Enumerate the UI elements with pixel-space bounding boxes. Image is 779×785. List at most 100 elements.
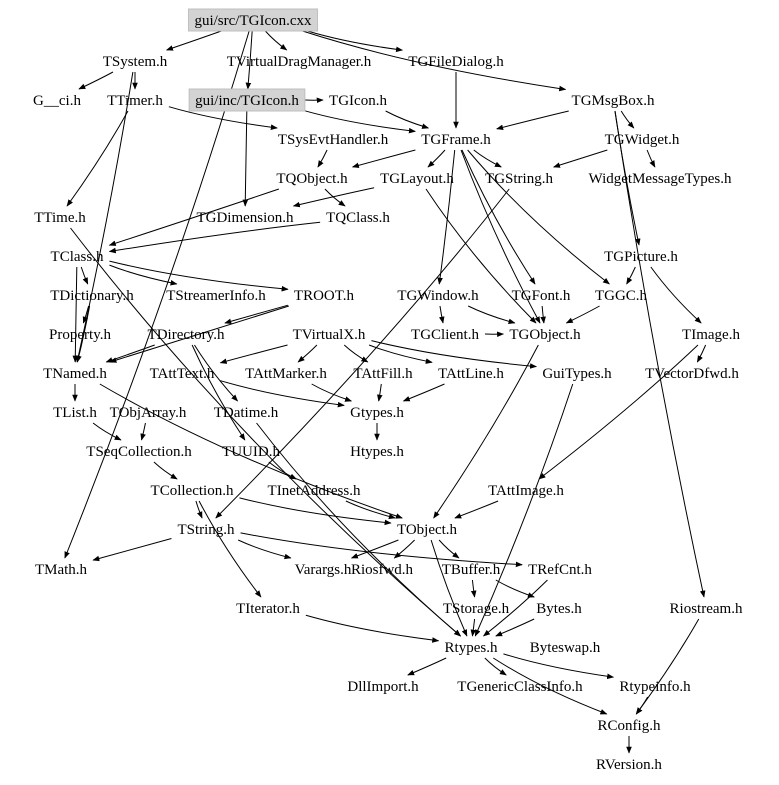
dependency-edge (109, 264, 178, 286)
node-label: TInetAddress.h (268, 483, 361, 499)
graph-node[interactable]: TGString.h (479, 167, 559, 189)
node-label: TVirtualDragManager.h (227, 54, 372, 70)
graph-node[interactable]: TList.h (47, 401, 103, 423)
graph-node[interactable]: TTimer.h (101, 89, 169, 111)
graph-node[interactable]: TString.h (171, 518, 240, 540)
dependency-edge (461, 149, 536, 285)
graph-node[interactable]: TVirtualDragManager.h (221, 50, 377, 72)
graph-node[interactable]: TGDimension.h (190, 206, 299, 228)
dependency-edge (626, 266, 636, 285)
graph-node[interactable]: TGMsgBox.h (566, 89, 661, 111)
node-label: TVirtualX.h (293, 327, 366, 343)
graph-node[interactable]: TUUID.h (216, 440, 286, 462)
node-label: TList.h (53, 405, 97, 421)
node-label: RVersion.h (596, 757, 662, 773)
graph-node[interactable]: TAttText.h (144, 362, 221, 384)
graph-node[interactable]: TTime.h (28, 206, 92, 228)
dependency-edge (553, 149, 608, 168)
dependency-edge (82, 305, 90, 324)
graph-node[interactable]: TGenericClassInfo.h (451, 675, 588, 697)
graph-node[interactable]: GuiTypes.h (536, 362, 617, 384)
graph-node[interactable]: TMath.h (29, 558, 93, 580)
graph-node[interactable]: TDatime.h (208, 401, 285, 423)
dependency-edge (402, 383, 445, 402)
graph-node[interactable]: TSeqCollection.h (80, 440, 197, 462)
graph-node[interactable]: TStreamerInfo.h (160, 284, 272, 306)
graph-node[interactable]: TDictionary.h (44, 284, 140, 306)
graph-node[interactable]: TDirectory.h (142, 323, 231, 345)
graph-node[interactable]: TObjArray.h (104, 401, 193, 423)
graph-node[interactable]: TVectorDfwd.h (639, 362, 745, 384)
graph-node[interactable]: TIterator.h (230, 597, 306, 619)
graph-node[interactable]: TAttFill.h (347, 362, 418, 384)
graph-node[interactable]: Property.h (43, 323, 117, 345)
graph-node[interactable]: Rtypeinfo.h (613, 675, 696, 697)
node-label: TGMsgBox.h (572, 93, 655, 109)
graph-node[interactable]: RConfig.h (592, 714, 667, 736)
node-label: DllImport.h (347, 679, 419, 695)
graph-node[interactable]: TGGC.h (589, 284, 653, 306)
graph-node[interactable]: TGLayout.h (374, 167, 460, 189)
graph-node[interactable]: TVirtualX.h (287, 323, 372, 345)
dependency-edge (696, 344, 707, 363)
graph-node[interactable]: RVersion.h (590, 753, 668, 775)
graph-node[interactable]: TSysEvtHandler.h (272, 128, 394, 150)
graph-node[interactable]: Riosfwd.h (345, 558, 419, 580)
dependency-edge (565, 305, 600, 324)
dependency-edge (650, 266, 702, 324)
graph-node[interactable]: TImage.h (676, 323, 746, 345)
node-label: TAttImage.h (488, 483, 564, 499)
node-label: Htypes.h (350, 444, 404, 460)
node-label: RConfig.h (598, 718, 661, 734)
graph-node[interactable]: TROOT.h (288, 284, 360, 306)
graph-node[interactable]: TGClient.h (405, 323, 485, 345)
graph-node[interactable]: TGFileDialog.h (402, 50, 509, 72)
node-label: TQObject.h (276, 171, 348, 187)
node-label: TDirectory.h (148, 327, 225, 343)
graph-node[interactable]: TAttLine.h (432, 362, 510, 384)
graph-node[interactable]: TQClass.h (320, 206, 396, 228)
graph-node[interactable]: WidgetMessageTypes.h (583, 167, 738, 189)
graph-node[interactable]: TGObject.h (503, 323, 586, 345)
dependency-edge (153, 461, 178, 480)
node-label: Varargs.h (295, 562, 352, 578)
graph-node[interactable]: Gtypes.h (344, 401, 410, 423)
graph-node[interactable]: TStorage.h (437, 597, 515, 619)
graph-node[interactable]: TBuffer.h (436, 558, 506, 580)
graph-node[interactable]: Htypes.h (344, 440, 410, 462)
node-label: G__ci.h (33, 93, 81, 109)
graph-node[interactable]: TAttImage.h (482, 479, 570, 501)
graph-node[interactable]: gui/src/TGIcon.cxx (187, 8, 319, 32)
graph-node[interactable]: TAttMarker.h (239, 362, 333, 384)
graph-node[interactable]: TSystem.h (97, 50, 174, 72)
graph-node[interactable]: TGWindow.h (391, 284, 484, 306)
graph-node[interactable]: TGWidget.h (599, 128, 686, 150)
graph-node[interactable]: Bytes.h (530, 597, 587, 619)
graph-node[interactable]: Riostream.h (664, 597, 749, 619)
graph-node[interactable]: TObject.h (391, 518, 463, 540)
graph-node[interactable]: DllImport.h (341, 675, 424, 697)
graph-node[interactable]: Byteswap.h (524, 636, 606, 658)
graph-node[interactable]: TNamed.h (37, 362, 113, 384)
graph-node[interactable]: TRefCnt.h (522, 558, 598, 580)
dependency-edge (368, 344, 433, 364)
dependency-edge (345, 500, 396, 520)
graph-node[interactable]: TQObject.h (270, 167, 353, 189)
graph-node[interactable]: Rtypes.h (439, 636, 504, 658)
graph-node[interactable]: TGFrame.h (415, 128, 497, 150)
dependency-edge (80, 266, 89, 285)
graph-node[interactable]: G__ci.h (27, 89, 87, 111)
dependency-edge (385, 110, 430, 129)
graph-node[interactable]: TGPicture.h (598, 245, 684, 267)
dependency-edge (70, 227, 462, 637)
graph-node[interactable]: TCollection.h (145, 479, 240, 501)
graph-node[interactable]: TGFont.h (506, 284, 577, 306)
dependency-edge (351, 149, 416, 169)
graph-node[interactable]: Varargs.h (289, 558, 358, 580)
dependency-edge (109, 260, 289, 292)
graph-node[interactable]: TGIcon.h (323, 89, 393, 111)
dependency-edge (245, 30, 253, 90)
graph-node[interactable]: TInetAddress.h (262, 479, 367, 501)
graph-node[interactable]: TClass.h (45, 245, 110, 267)
graph-node[interactable]: gui/inc/TGIcon.h (188, 88, 306, 112)
